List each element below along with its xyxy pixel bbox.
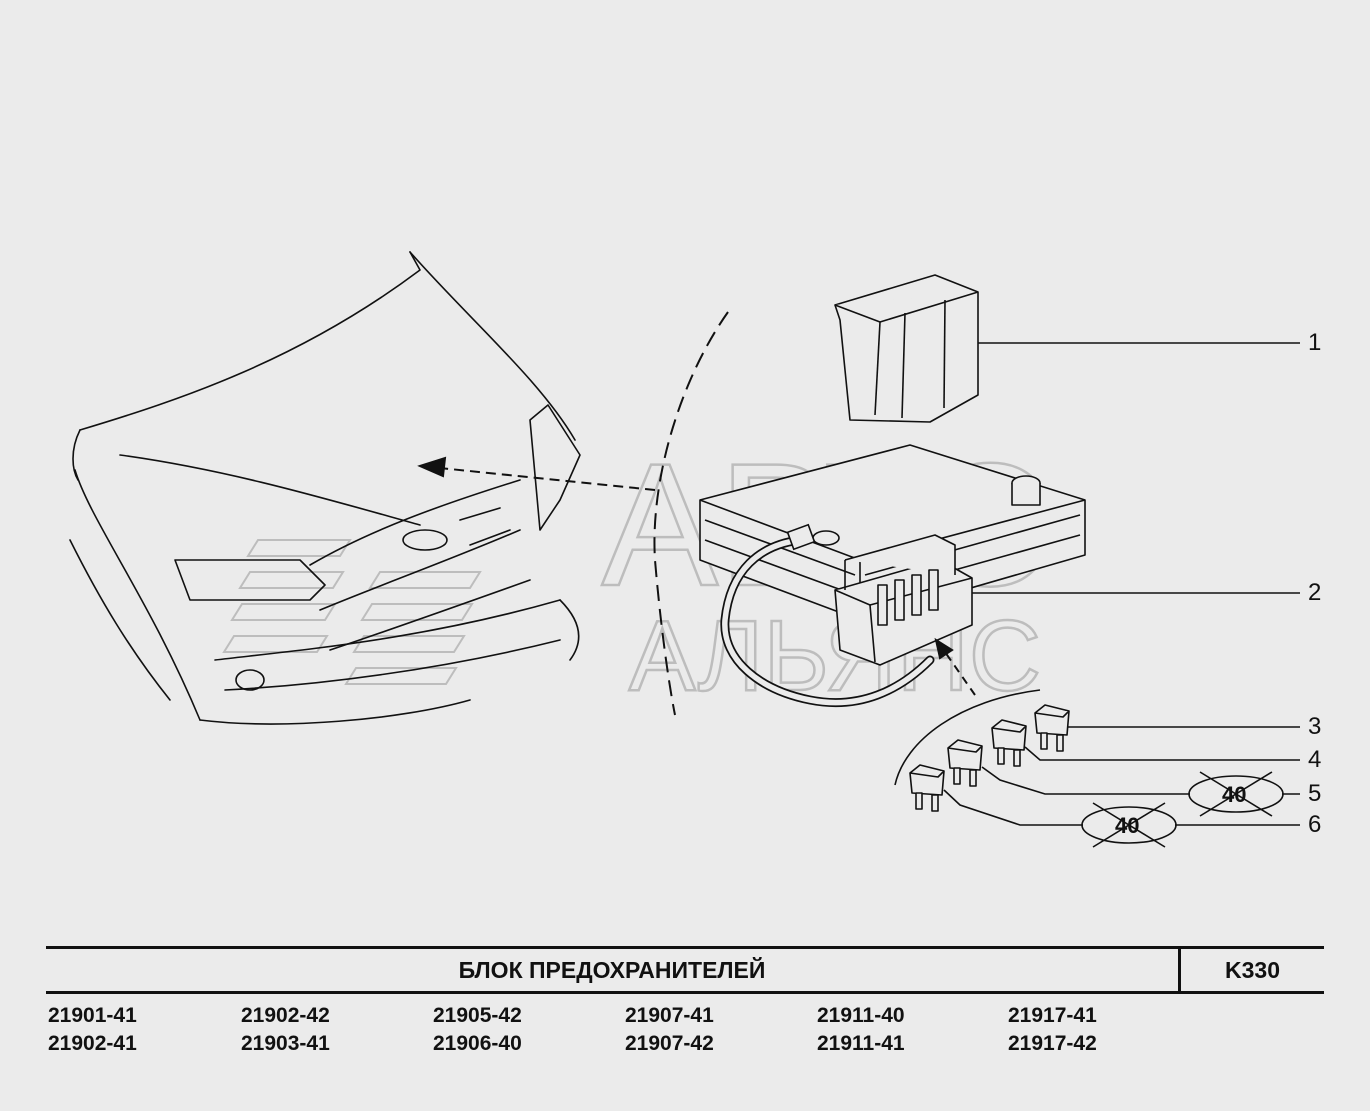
location-arrow <box>417 456 656 491</box>
fuse-block-icon <box>834 534 973 666</box>
fuse-icon <box>909 704 1070 812</box>
model-code: 21917-41 <box>1008 1004 1097 1027</box>
exploded-view-diagram: АВТО АЛЬЯНС <box>69 251 1300 848</box>
page-title: БЛОК ПРЕДОХРАНИТЕЛЕЙ <box>458 957 766 983</box>
watermark-line2: АЛЬЯНС <box>629 600 1041 712</box>
model-code: 21906-40 <box>433 1032 522 1055</box>
model-code: 21902-41 <box>48 1032 137 1055</box>
battery-icon <box>699 444 1086 621</box>
model-code: 21902-42 <box>241 1004 330 1027</box>
model-code: 21907-42 <box>625 1032 714 1055</box>
callout-3: 3 <box>1308 713 1322 740</box>
fuse-arrow <box>934 637 976 696</box>
separator-curve <box>653 311 729 716</box>
model-code: 21907-41 <box>625 1004 714 1027</box>
callout-1: 1 <box>1308 329 1322 356</box>
callout-2: 2 <box>1308 579 1322 606</box>
crossed-ellipse-5 <box>1188 771 1284 817</box>
title-bar: БЛОК ПРЕДОХРАНИТЕЛЕЙ K330 <box>46 946 1324 994</box>
car-front-outline-icon <box>69 251 581 725</box>
fuse-rating-label-5: 40 <box>1222 782 1247 807</box>
fuse-box-cover-icon <box>834 274 979 423</box>
title-divider <box>1178 949 1181 991</box>
page-code: K330 <box>1225 957 1280 983</box>
callout-5: 5 <box>1308 780 1322 807</box>
fuse-rating-label-6: 40 <box>1115 813 1140 838</box>
model-code: 21917-42 <box>1008 1032 1097 1055</box>
model-code: 21905-42 <box>433 1004 522 1027</box>
callout-4: 4 <box>1308 746 1322 773</box>
crossed-ellipse-6 <box>1081 802 1177 848</box>
fuse-area-arc <box>894 689 1041 786</box>
model-code: 21903-41 <box>241 1032 330 1055</box>
leader-lines-3-6 <box>943 726 1300 826</box>
callout-6: 6 <box>1308 811 1322 838</box>
model-code: 21911-40 <box>817 1004 905 1027</box>
model-code: 21901-41 <box>48 1004 137 1027</box>
model-code: 21911-41 <box>817 1032 905 1055</box>
